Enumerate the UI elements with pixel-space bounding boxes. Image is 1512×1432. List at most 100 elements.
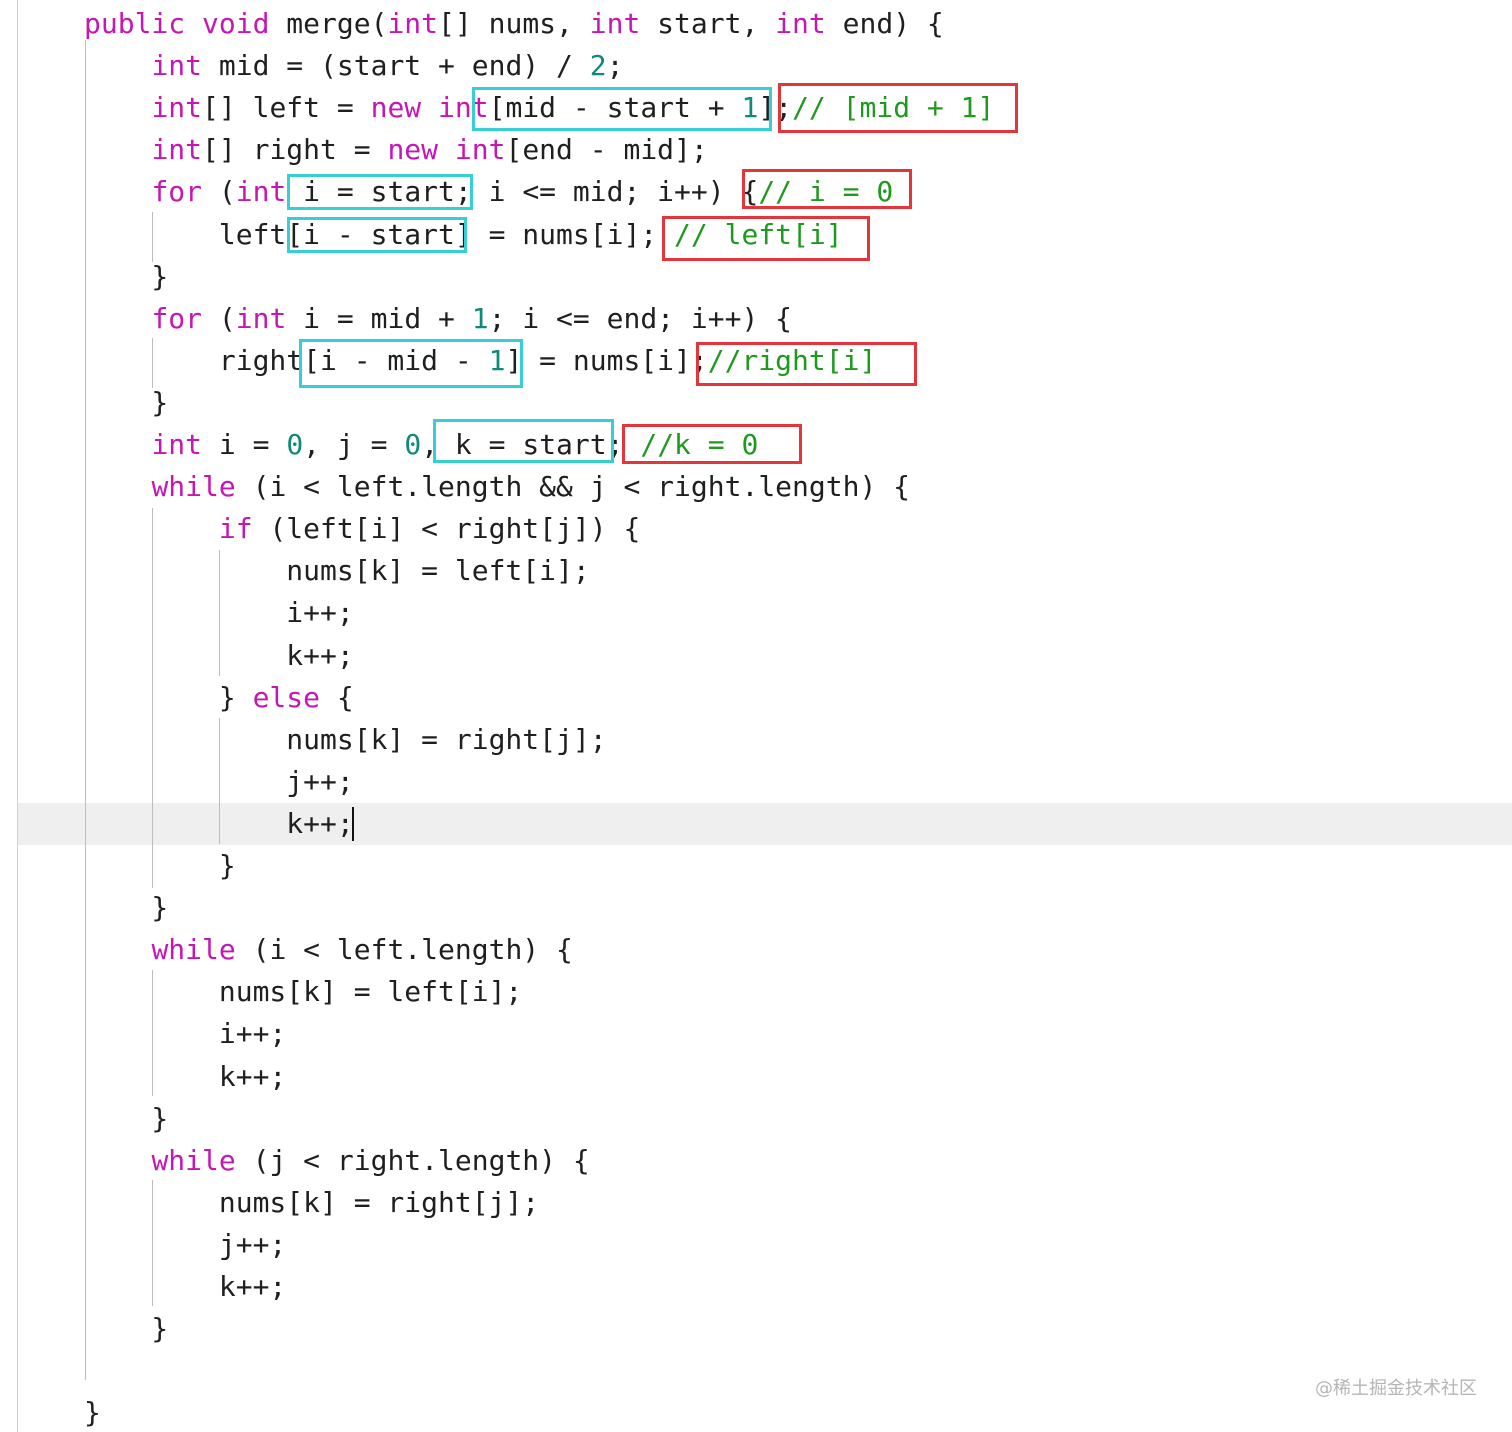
code-line[interactable]: i++;: [84, 592, 354, 634]
code-text: i++;: [84, 1017, 287, 1050]
code-text: i =: [202, 428, 287, 461]
code-line[interactable]: public void merge(int[] nums, int start,…: [84, 3, 944, 45]
cyan-highlight-box: [299, 339, 523, 388]
code-keyword: while: [151, 933, 236, 966]
code-text: }: [84, 386, 169, 419]
code-text: k++;: [84, 807, 354, 840]
code-line[interactable]: nums[k] = left[i];: [84, 550, 590, 592]
code-text: [] nums,: [438, 7, 590, 40]
cyan-highlight-box: [287, 217, 467, 253]
code-text: merge(: [286, 7, 388, 40]
code-keyword: int: [235, 175, 287, 208]
code-text: left[i - start] = nums[i];: [84, 218, 675, 251]
code-text: [84, 428, 151, 461]
code-line[interactable]: for (int i = mid + 1; i <= end; i++) {: [84, 298, 792, 340]
code-text: [mid - start +: [488, 91, 742, 124]
code-line[interactable]: i++;: [84, 1013, 286, 1055]
code-text: (: [202, 302, 236, 335]
red-highlight-box: [778, 83, 1018, 133]
indent-guide: [152, 212, 153, 262]
code-text: [84, 933, 151, 966]
code-text: j++;: [84, 1228, 287, 1261]
current-line-highlight: [18, 803, 1512, 845]
code-line[interactable]: right[i - mid - 1] = nums[i];//right[i]: [84, 340, 876, 382]
code-comment: //k = 0: [640, 428, 759, 461]
code-text: ;: [606, 49, 624, 82]
code-text: (: [202, 175, 236, 208]
code-number: 1: [741, 91, 759, 124]
code-line[interactable]: left[i - start] = nums[i]; // left[i]: [84, 214, 843, 256]
code-number: 0: [286, 428, 304, 461]
code-text: k++;: [84, 1060, 287, 1093]
editor-left-border: [17, 0, 18, 1432]
code-keyword: int: [387, 7, 439, 40]
code-line[interactable]: j++;: [84, 1224, 286, 1266]
red-highlight-box: [622, 424, 802, 464]
code-line[interactable]: while (j < right.length) {: [84, 1140, 589, 1182]
code-text: right[i - mid -: [84, 344, 489, 377]
cyan-highlight-box: [433, 419, 614, 463]
code-line[interactable]: } else {: [84, 677, 354, 719]
code-line[interactable]: k++;: [84, 635, 354, 677]
code-line[interactable]: }: [84, 845, 236, 887]
code-text: i++;: [84, 596, 354, 629]
code-line[interactable]: while (i < left.length && j < right.leng…: [84, 466, 910, 508]
code-line[interactable]: k++;: [84, 1056, 286, 1098]
code-keyword: while: [151, 1144, 236, 1177]
code-text: ];: [758, 91, 793, 124]
code-text: k++;: [84, 639, 354, 672]
code-line[interactable]: }: [84, 887, 168, 929]
text-cursor: [352, 807, 354, 841]
code-line[interactable]: }: [84, 1308, 168, 1350]
code-keyword: int: [589, 7, 641, 40]
code-keyword: int: [151, 49, 203, 82]
code-line[interactable]: nums[k] = left[i];: [84, 971, 522, 1013]
code-keyword: int: [151, 428, 203, 461]
code-keyword: int: [235, 302, 287, 335]
code-text: [84, 91, 151, 124]
red-highlight-box: [662, 216, 870, 261]
code-line[interactable]: k++;: [84, 803, 354, 845]
code-keyword: int: [151, 91, 203, 124]
code-line[interactable]: }: [84, 256, 168, 298]
code-line[interactable]: nums[k] = right[j];: [84, 719, 606, 761]
code-text: [84, 49, 151, 82]
code-text: }: [84, 1102, 169, 1135]
code-comment: // [mid + 1]: [792, 91, 995, 124]
code-keyword: else: [252, 681, 321, 714]
code-text: nums[k] = left[i];: [84, 554, 590, 587]
indent-guide: [152, 1180, 153, 1306]
code-line[interactable]: }: [84, 1392, 101, 1432]
code-text: , k = start;: [421, 428, 641, 461]
code-line[interactable]: }: [84, 1098, 168, 1140]
indent-guide: [85, 40, 86, 1380]
code-line[interactable]: int[] right = new int[end - mid];: [84, 129, 707, 171]
code-keyword: if: [218, 512, 253, 545]
code-keyword: public void: [84, 7, 287, 40]
code-line[interactable]: int[] left = new int[mid - start + 1];//…: [84, 87, 994, 129]
code-line[interactable]: while (i < left.length) {: [84, 929, 572, 971]
code-keyword: while: [151, 470, 236, 503]
code-line[interactable]: int mid = (start + end) / 2;: [84, 45, 623, 87]
code-line[interactable]: }: [84, 382, 168, 424]
code-text: }: [84, 891, 169, 924]
code-text: [84, 512, 219, 545]
code-line[interactable]: int i = 0, j = 0, k = start; //k = 0: [84, 424, 758, 466]
code-text: mid = (start + end) /: [202, 49, 590, 82]
code-text: (left[i] < right[j]) {: [252, 512, 641, 545]
code-line[interactable]: for (int i = start; i <= mid; i++) {// i…: [84, 171, 893, 213]
red-highlight-box: [696, 342, 917, 386]
code-comment: // left[i]: [674, 218, 843, 251]
code-text: (i < left.length && j < right.length) {: [235, 470, 911, 503]
code-line[interactable]: k++;: [84, 1266, 286, 1308]
code-line[interactable]: nums[k] = right[j];: [84, 1182, 539, 1224]
code-keyword: int: [151, 133, 203, 166]
code-text: , j =: [303, 428, 405, 461]
code-text: end) {: [825, 7, 944, 40]
code-line[interactable]: j++;: [84, 761, 353, 803]
code-text: nums[k] = right[j];: [84, 1186, 540, 1219]
code-line[interactable]: if (left[i] < right[j]) {: [84, 508, 640, 550]
indent-guide: [219, 718, 220, 844]
code-text: start,: [640, 7, 776, 40]
